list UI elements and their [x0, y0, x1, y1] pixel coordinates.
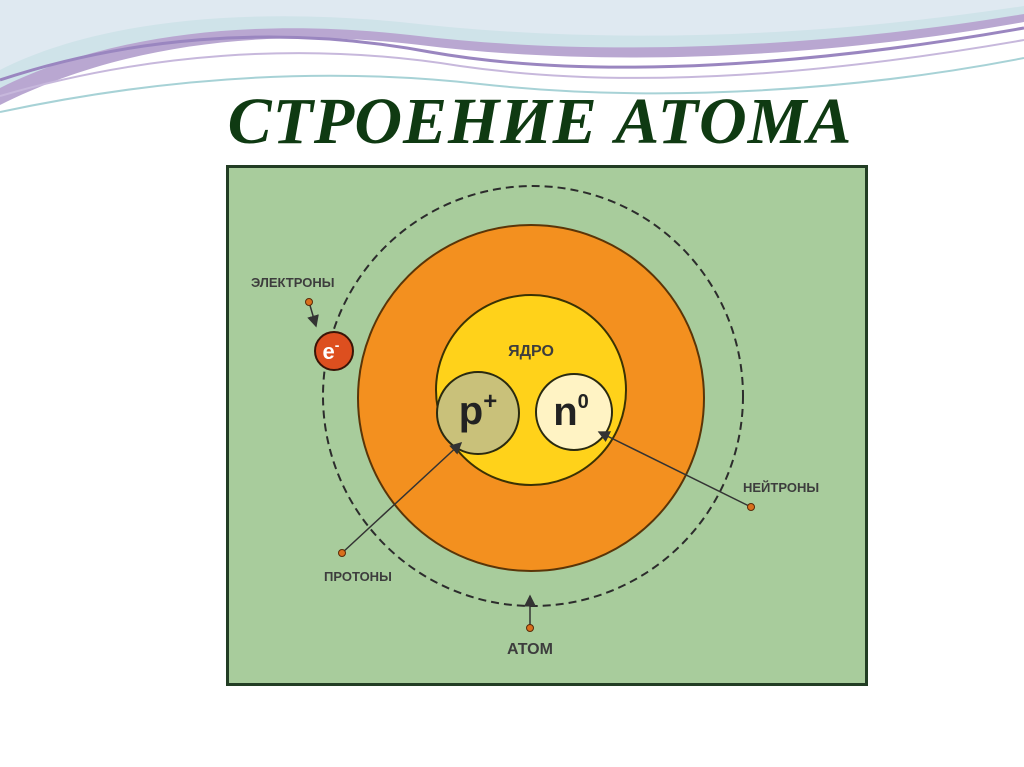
- electrons-pointer-dot: [306, 299, 313, 306]
- label-neutrons: НЕЙТРОНЫ: [743, 480, 819, 495]
- label-protons: ПРОТОНЫ: [324, 569, 392, 584]
- protons-pointer-dot: [339, 550, 346, 557]
- label-nucleus: ЯДРО: [508, 343, 554, 360]
- label-atom: АТОМ: [507, 641, 553, 658]
- atom-pointer-dot: [527, 625, 534, 632]
- page-title: СТРОЕНИЕ АТОМА: [0, 84, 1024, 160]
- label-electrons: ЭЛЕКТРОНЫ: [251, 275, 334, 290]
- neutrons-pointer-dot: [748, 504, 755, 511]
- atom-diagram: p+ n0 e- ЭЛЕКТРОНЫ ЯДРО НЕЙТРОНЫ ПРОТОНЫ…: [226, 165, 868, 686]
